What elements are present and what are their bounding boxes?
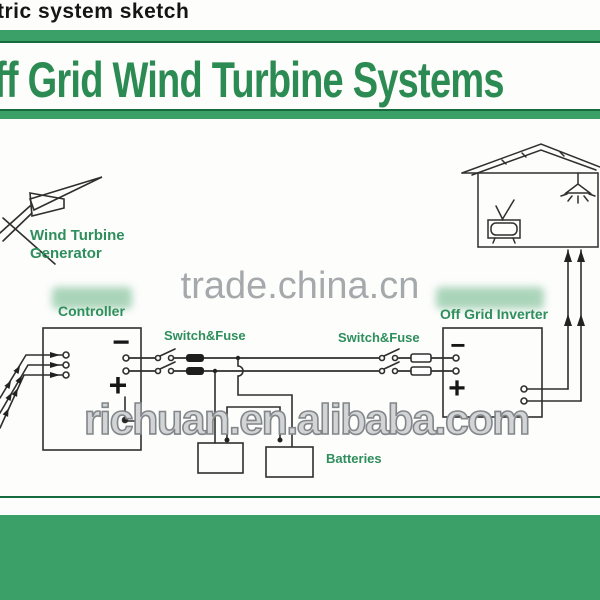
switch-fuse-group-1	[154, 348, 204, 375]
dc-wires	[128, 357, 453, 372]
controller-box	[42, 327, 142, 451]
inverter-minus-symbol: −	[450, 330, 465, 360]
inverter-terminals	[452, 354, 528, 405]
controller-label: Controller	[58, 303, 125, 319]
banner-title: ff Grid Wind Turbine Systems	[0, 52, 504, 108]
battery-icon	[197, 442, 314, 478]
switch-fuse-label-2: Switch&Fuse	[338, 330, 420, 345]
trade-china-watermark: trade.china.cn	[180, 265, 420, 307]
switch-fuse-group-2	[378, 348, 432, 376]
inverter-box	[442, 327, 543, 418]
battery-wiring	[212, 355, 293, 447]
inverter-label: Off Grid Inverter	[440, 306, 549, 322]
controller-minus-symbol: −	[112, 326, 130, 359]
banner-top-bar	[0, 30, 600, 43]
tv-icon	[487, 199, 521, 244]
wind-turbine-icon	[0, 176, 103, 265]
wind-turbine-label: Wind Turbine Generator	[30, 227, 125, 263]
footer-divider-line	[0, 496, 600, 498]
controller-plus-symbol: +	[109, 367, 128, 403]
page-title: tric system sketch	[0, 0, 190, 23]
lamp-icon	[560, 172, 596, 204]
house-icon	[461, 143, 600, 248]
banner-bottom-bar	[0, 109, 600, 119]
ac-output-wires	[526, 249, 585, 402]
switch-fuse-label-1: Switch&Fuse	[164, 328, 246, 343]
footer-green-block	[0, 515, 600, 600]
green-smudge-left	[52, 287, 132, 309]
green-smudge-right	[436, 287, 544, 309]
turbine-input-wires	[0, 351, 70, 429]
wind-turbine-label-line2: Generator	[30, 245, 102, 262]
batteries-label: Batteries	[326, 451, 382, 466]
alibaba-watermark: richuan.en.alibaba.com	[83, 395, 531, 445]
inverter-plus-symbol: +	[448, 372, 466, 405]
wind-turbine-label-line1: Wind Turbine	[30, 227, 125, 244]
